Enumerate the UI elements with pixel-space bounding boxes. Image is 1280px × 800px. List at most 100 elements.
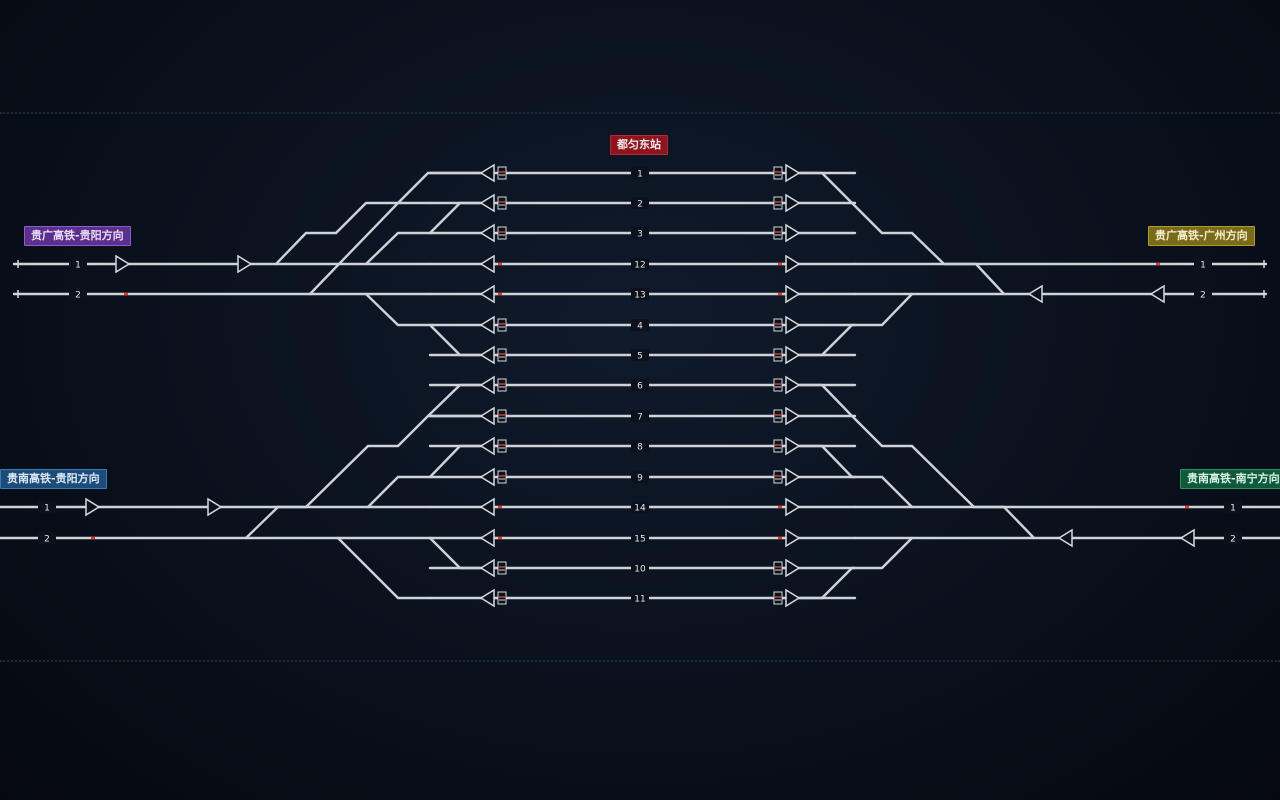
departure-signal-right-icon[interactable]: [785, 223, 801, 243]
gn-right-crossover-b: [853, 505, 1036, 540]
track-label-bg: [631, 349, 649, 361]
departure-signal-right-icon[interactable]: [785, 254, 801, 274]
departure-signal-left-icon[interactable]: [479, 406, 495, 426]
gg-left-ladder-upper: [274, 171, 482, 266]
departure-signal-left-icon[interactable]: [479, 436, 495, 456]
gg-right-ladder-upper: [798, 171, 1268, 266]
gn-right-ladder-lower: [798, 536, 914, 600]
gg-left-ladder-lower: [364, 292, 482, 357]
departure-signal-left-icon[interactable]: [479, 284, 495, 304]
track-label-bg: [631, 532, 649, 544]
departure-signal-right-icon[interactable]: [785, 315, 801, 335]
track-label-bg: [631, 227, 649, 239]
departure-signal-right-icon[interactable]: [785, 497, 801, 517]
track-signal-box-right-icon: [773, 348, 783, 362]
gn-right-entry-signal-2-icon[interactable]: [1179, 528, 1195, 548]
track-signal-box-left-icon: [497, 591, 507, 605]
track-label-bg: [631, 562, 649, 574]
gg-right-crossover-a: [853, 262, 1006, 296]
track-label-t13: 13: [634, 291, 645, 301]
track-label-bg: [631, 501, 649, 513]
track-label-bg: [631, 440, 649, 452]
departure-signal-left-icon[interactable]: [479, 315, 495, 335]
departure-signal-right-icon[interactable]: [785, 558, 801, 578]
gg-right-entry-signal-2-icon[interactable]: [1149, 284, 1165, 304]
track-signal-box-left-icon: [497, 409, 507, 423]
track-label-bg: [631, 592, 649, 604]
gn-left-track-1-label: 1: [44, 504, 50, 514]
gg-left-track-1-label: 1: [75, 261, 81, 271]
track-label-t5: 5: [637, 352, 643, 362]
departure-signal-right-icon[interactable]: [785, 345, 801, 365]
track-signal-box-left-icon: [497, 470, 507, 484]
track-label-bg: [631, 471, 649, 483]
direction-label-guinan-nanning: 贵南高铁-南宁方向: [1180, 469, 1280, 489]
track-label-bg: [1224, 532, 1242, 544]
departure-signal-right-icon[interactable]: [785, 375, 801, 395]
track-signal-box-right-icon: [773, 439, 783, 453]
track-signal-box-left-icon: [497, 318, 507, 332]
gn-left-entry-signal-1-icon[interactable]: [85, 497, 101, 517]
departure-signal-right-icon[interactable]: [785, 436, 801, 456]
track-signal-box-left-icon: [497, 378, 507, 392]
gg-left-entry-signal-1-icon[interactable]: [115, 254, 131, 274]
track-label-t15: 15: [634, 535, 645, 545]
departure-signal-right-icon[interactable]: [785, 193, 801, 213]
departure-signal-left-icon[interactable]: [479, 345, 495, 365]
track-signal-box-left-icon: [497, 439, 507, 453]
departure-signal-left-icon[interactable]: [479, 558, 495, 578]
direction-label-guiguang-guiyang: 贵广高铁-贵阳方向: [24, 226, 131, 246]
departure-signal-left-icon[interactable]: [479, 193, 495, 213]
departure-signal-left-icon[interactable]: [479, 497, 495, 517]
track-signal-box-right-icon: [773, 561, 783, 575]
departure-signal-left-icon[interactable]: [479, 223, 495, 243]
gg-right-home-signal-icon[interactable]: [1027, 284, 1043, 304]
track-label-t10: 10: [634, 565, 646, 575]
direction-label-guinan-guiyang: 贵南高铁-贵阳方向: [0, 469, 107, 489]
gg-left-home-signal-icon[interactable]: [237, 254, 253, 274]
gg-right-track-2-label: 2: [1200, 291, 1206, 301]
track-signal-box-left-icon: [497, 348, 507, 362]
departure-signal-left-icon[interactable]: [479, 163, 495, 183]
track-label-t7: 7: [637, 413, 643, 423]
track-label-t2: 2: [637, 200, 643, 210]
track-label-bg: [69, 258, 87, 270]
track-label-t4: 4: [637, 322, 643, 332]
departure-signal-right-icon[interactable]: [785, 528, 801, 548]
gn-right-home-signal-icon[interactable]: [1057, 528, 1073, 548]
gn-left-home-signal-icon[interactable]: [207, 497, 223, 517]
track-label-bg: [38, 532, 56, 544]
departure-signal-left-icon[interactable]: [479, 254, 495, 274]
departure-signal-right-icon[interactable]: [785, 467, 801, 487]
track-signal-box-right-icon: [773, 470, 783, 484]
departure-signal-right-icon[interactable]: [785, 406, 801, 426]
track-label-t12: 12: [634, 261, 645, 271]
track-label-bg: [38, 501, 56, 513]
track-label-bg: [631, 288, 649, 300]
track-signal-box-left-icon: [497, 561, 507, 575]
gg-right-ladder-lower: [798, 292, 914, 357]
upper-boundary-line: [0, 112, 1280, 114]
gg-left-crossover-c: [428, 201, 482, 235]
gn-left-crossover-a: [366, 444, 482, 509]
gg-left-crossover-a: [308, 201, 432, 296]
departure-signal-left-icon[interactable]: [479, 528, 495, 548]
departure-signal-right-icon[interactable]: [785, 284, 801, 304]
departure-signal-left-icon[interactable]: [479, 375, 495, 395]
track-signal-box-right-icon: [773, 196, 783, 210]
gn-left-crossover-b: [428, 536, 482, 570]
track-label-bg: [631, 319, 649, 331]
track-label-t3: 3: [637, 230, 643, 240]
track-label-t1: 1: [637, 170, 643, 180]
track-label-bg: [631, 410, 649, 422]
departure-signal-right-icon[interactable]: [785, 588, 801, 608]
departure-signal-left-icon[interactable]: [479, 588, 495, 608]
lower-boundary-line: [0, 660, 1280, 662]
gn-left-track-2-label: 2: [44, 535, 50, 545]
gn-right-track-2-label: 2: [1230, 535, 1236, 545]
departure-signal-left-icon[interactable]: [479, 467, 495, 487]
gg-right-track-1-label: 1: [1200, 261, 1206, 271]
track-label-bg: [631, 258, 649, 270]
departure-signal-right-icon[interactable]: [785, 163, 801, 183]
